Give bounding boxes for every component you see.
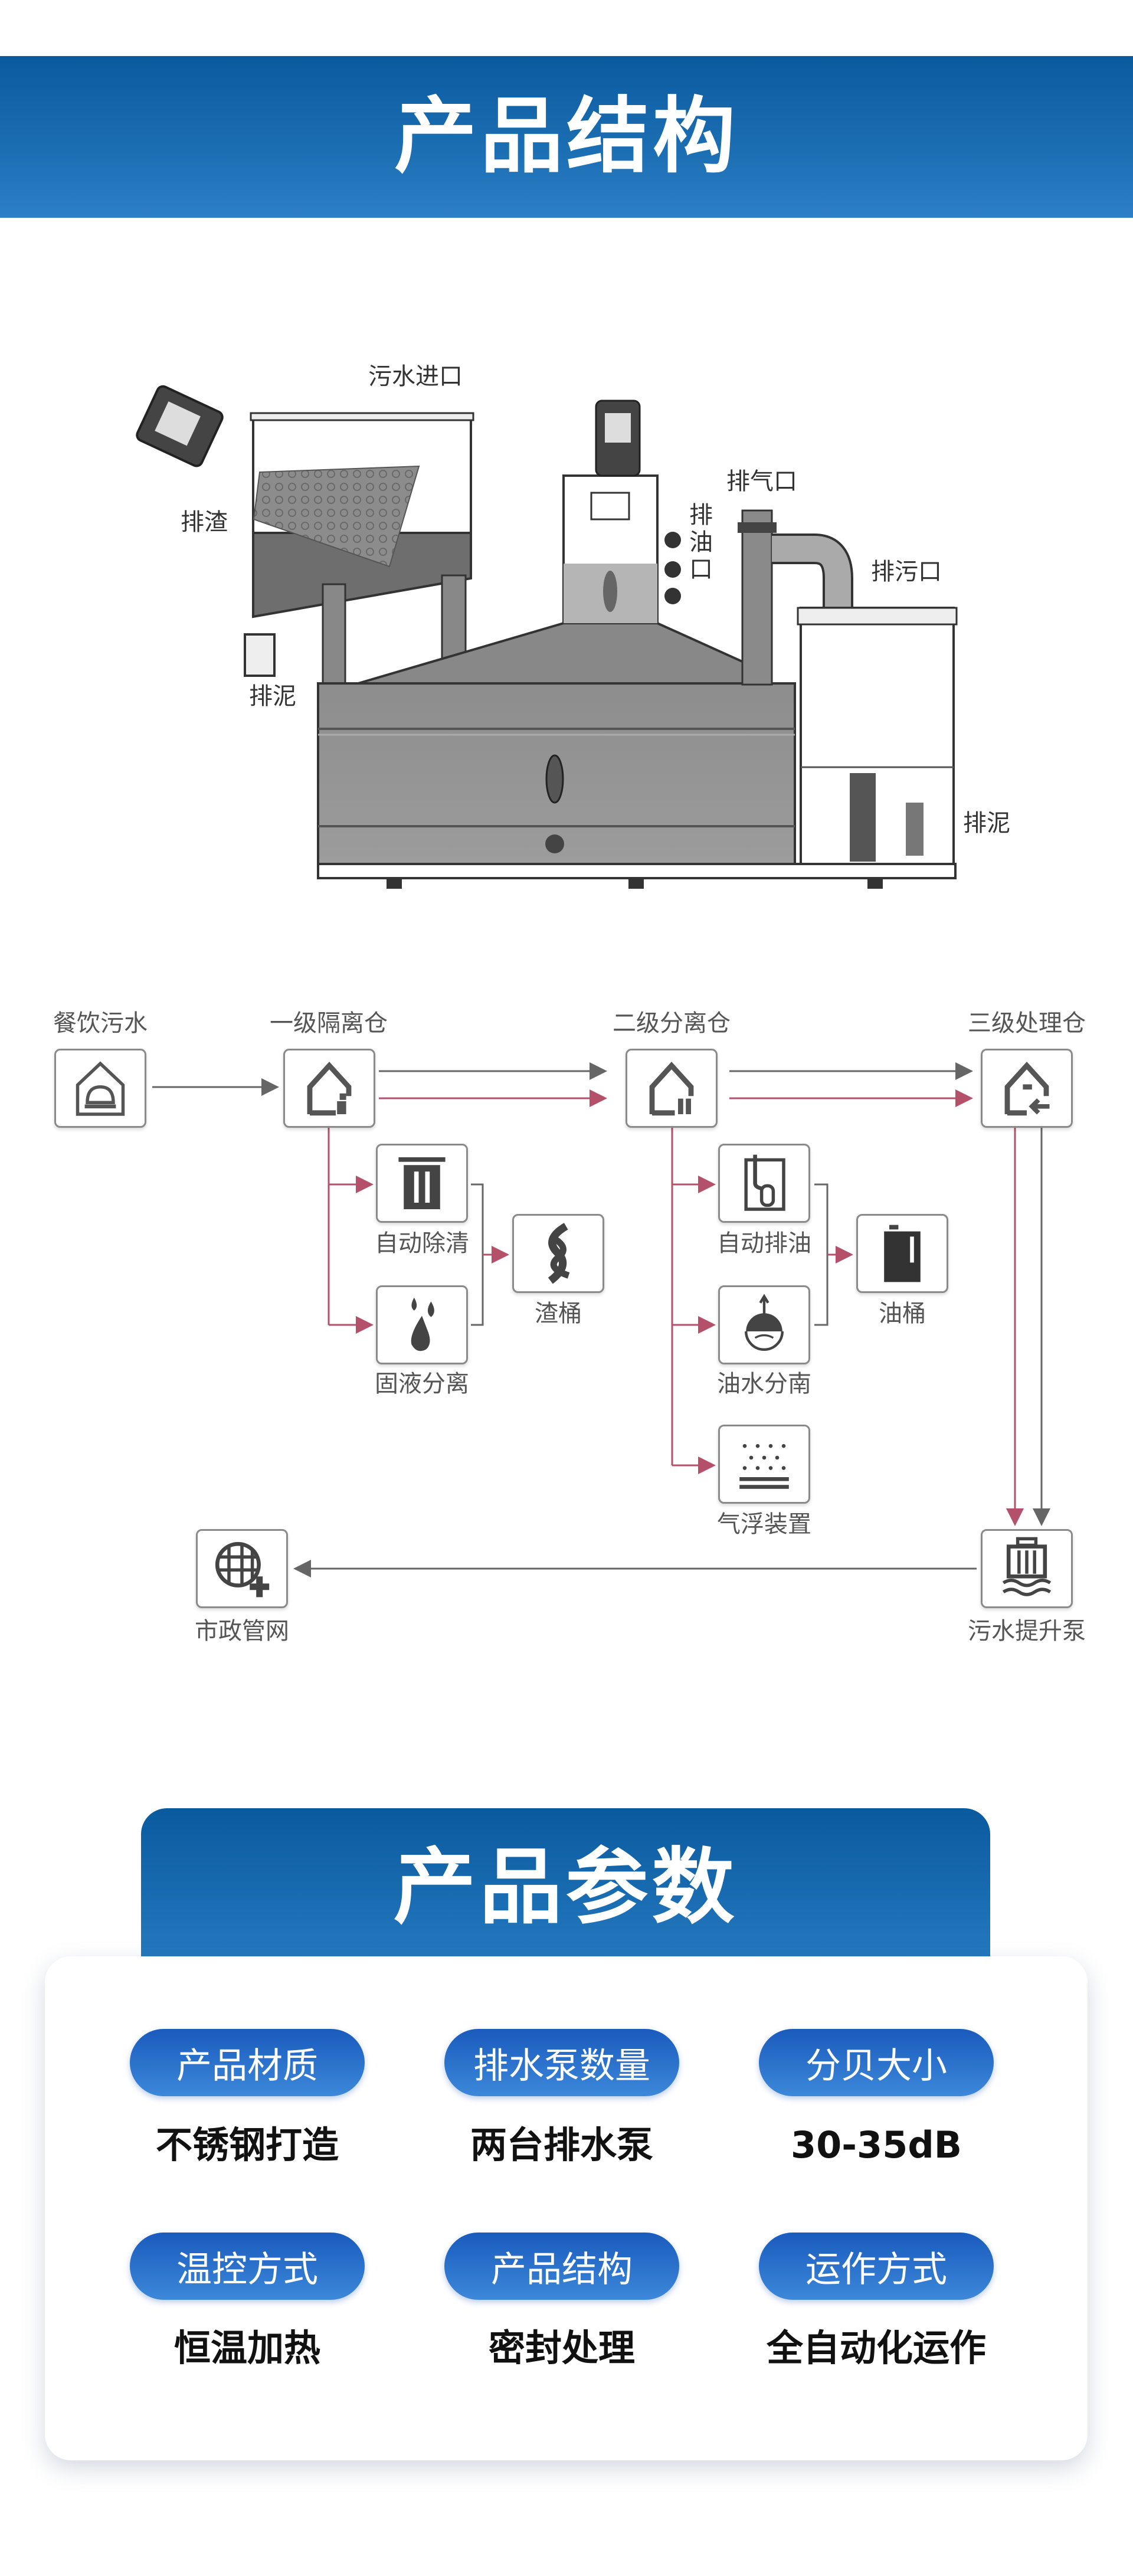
param-value-decibel: 30-35dB (791, 2123, 962, 2166)
bracket-slag (471, 1183, 484, 1326)
bracket-oil (814, 1183, 829, 1326)
param-value-pump-count: 两台排水泵 (470, 2123, 653, 2166)
node-municipal (196, 1529, 288, 1608)
structure-banner: 产品结构 (0, 56, 1133, 218)
spiral-icon (548, 1223, 570, 1284)
structure-title: 产品结构 (394, 89, 739, 185)
label-inlet: 污水进口 (368, 363, 463, 390)
param-value-operation: 全自动化运作 (766, 2326, 986, 2369)
trash-bin-icon (398, 1157, 446, 1209)
node-stage2 (626, 1049, 718, 1128)
water-drops-icon (411, 1297, 434, 1351)
node-source (54, 1049, 146, 1128)
node-label-air-float: 气浮装置 (717, 1511, 811, 1538)
param-label-material: 产品材质 (130, 2029, 365, 2096)
node-label-oil-water: 油水分南 (717, 1370, 811, 1397)
oil-char: 口 (689, 556, 713, 583)
node-stage3 (981, 1049, 1073, 1128)
hopper-tank (136, 385, 474, 686)
oil-tube-icon (744, 1154, 785, 1211)
label-oil-outlet: 排 油 口 (688, 502, 714, 583)
param-label-pump-count: 排水泵数量 (444, 2029, 679, 2096)
param-label-decibel: 分贝大小 (759, 2029, 994, 2096)
param-value-structure: 密封处理 (488, 2326, 635, 2369)
lift-tank (797, 607, 958, 865)
node-stage1 (283, 1049, 375, 1128)
kitchen-house-icon (76, 1061, 125, 1116)
globe-plus-icon (215, 1541, 270, 1598)
house-return-icon (1004, 1061, 1050, 1116)
house-icon (307, 1061, 352, 1116)
oil-char: 排 (689, 502, 713, 529)
label-sludge-left: 排泥 (249, 683, 296, 710)
param-label-temp-control: 温控方式 (130, 2233, 365, 2300)
label-vent: 排气口 (726, 468, 797, 495)
node-auto-clean (376, 1144, 468, 1223)
oil-char: 油 (689, 529, 713, 556)
node-slag-bucket (512, 1214, 604, 1293)
param-label-operation: 运作方式 (759, 2233, 994, 2300)
node-label-stage1: 一级隔离仓 (270, 1010, 388, 1037)
node-label-oil-bucket: 油桶 (879, 1300, 926, 1327)
node-oil-water (718, 1285, 810, 1364)
flow-lines (152, 1062, 1050, 1577)
node-lift-pump (981, 1529, 1073, 1608)
node-label-source: 餐饮污水 (53, 1010, 148, 1037)
node-auto-oil (718, 1144, 810, 1223)
main-tank (317, 622, 796, 865)
float-ball-icon (745, 1294, 784, 1351)
vent-pipe (738, 509, 853, 686)
oil-column (562, 400, 681, 624)
node-label-lift-pump: 污水提升泵 (968, 1618, 1086, 1645)
base-plate (317, 863, 957, 879)
node-solid-liquid (376, 1285, 468, 1364)
param-value-temp-control: 恒温加热 (173, 2326, 320, 2369)
node-label-slag-bucket: 渣桶 (535, 1300, 582, 1327)
bubbles-icon (739, 1444, 789, 1489)
param-value-material: 不锈钢打造 (155, 2123, 339, 2166)
oil-can-icon (884, 1225, 921, 1282)
label-sewage-outlet: 排污口 (871, 558, 942, 585)
node-label-stage2: 二级分离仓 (613, 1010, 731, 1037)
node-label-stage3: 三级处理仓 (968, 1010, 1086, 1037)
node-air-float (718, 1425, 810, 1504)
node-label-municipal: 市政管网 (195, 1618, 289, 1645)
node-label-auto-oil: 自动排油 (717, 1230, 811, 1257)
machine-diagram (136, 385, 958, 889)
node-label-solid-liquid: 固液分离 (375, 1370, 469, 1397)
params-title: 产品参数 (393, 1839, 738, 1936)
label-sludge-right: 排泥 (963, 810, 1010, 837)
node-label-auto-clean: 自动除清 (375, 1230, 469, 1257)
label-slag-outlet: 排渣 (181, 509, 228, 536)
pump-waves-icon (1002, 1537, 1052, 1596)
house-icon (649, 1061, 694, 1116)
param-label-structure: 产品结构 (444, 2233, 679, 2300)
node-oil-bucket (856, 1214, 948, 1293)
params-header: 产品参数 (141, 1808, 990, 1962)
